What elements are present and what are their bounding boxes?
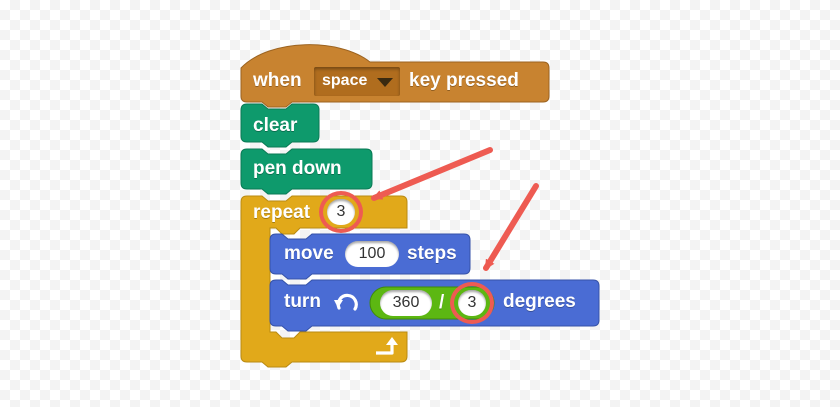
annotation-arrow-divisor bbox=[483, 183, 539, 271]
pen-down-label: pen down bbox=[253, 158, 342, 179]
division-operator-label: / bbox=[439, 292, 445, 313]
rotate-counterclockwise-icon bbox=[334, 293, 358, 311]
steps-input[interactable]: 100 bbox=[345, 241, 399, 267]
degrees-label: degrees bbox=[503, 291, 576, 312]
repeat-label: repeat bbox=[253, 202, 311, 223]
when-label: when bbox=[253, 70, 302, 91]
loop-return-arrow-icon bbox=[376, 337, 398, 355]
key-pressed-label: key pressed bbox=[409, 70, 519, 91]
clear-block[interactable] bbox=[240, 103, 320, 148]
numerator-input[interactable]: 360 bbox=[380, 290, 432, 316]
turn-label: turn bbox=[284, 291, 321, 312]
steps-label: steps bbox=[407, 243, 457, 264]
repeat-count-input[interactable]: 3 bbox=[327, 199, 355, 225]
move-label: move bbox=[284, 243, 334, 264]
pen-down-block[interactable] bbox=[240, 148, 373, 195]
clear-label: clear bbox=[253, 115, 298, 136]
key-dropdown-value: space bbox=[322, 72, 368, 89]
key-dropdown[interactable]: space bbox=[314, 67, 400, 96]
chevron-down-icon bbox=[377, 78, 393, 87]
annotation-arrow-repeat bbox=[371, 147, 493, 201]
repeat-block[interactable] bbox=[240, 195, 408, 368]
denominator-input[interactable]: 3 bbox=[458, 290, 486, 316]
